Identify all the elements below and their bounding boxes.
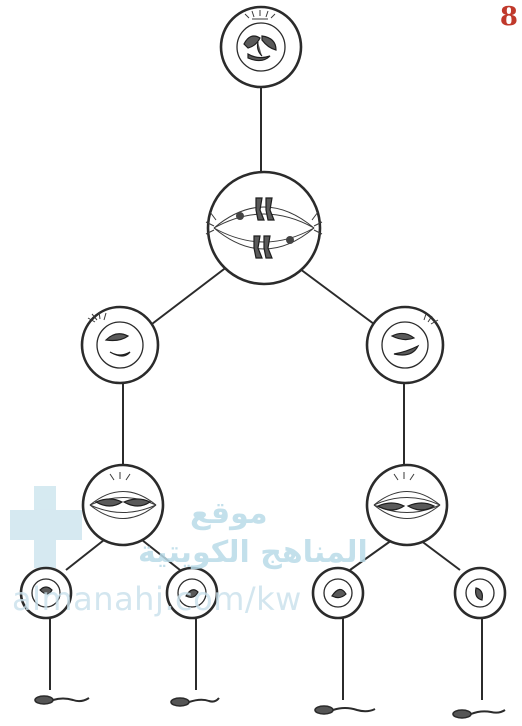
primary-cell bbox=[221, 7, 301, 87]
spermatid-4 bbox=[455, 568, 505, 618]
spermatid-3 bbox=[313, 568, 363, 618]
sperm-1 bbox=[35, 696, 89, 704]
watermark-url: almanahj.com/kw bbox=[12, 580, 302, 618]
watermark-logo bbox=[10, 486, 82, 568]
page-number: 8 bbox=[500, 2, 518, 32]
metaphase-one-cell bbox=[206, 172, 322, 284]
metaphase-two-cell-left bbox=[83, 465, 163, 545]
watermark-site-name: المناهج الكويتية bbox=[138, 535, 368, 570]
sperm-3 bbox=[315, 706, 375, 714]
sperm-4 bbox=[453, 710, 505, 718]
secondary-cell-left bbox=[82, 307, 158, 383]
sperm-2 bbox=[171, 698, 219, 706]
watermark-site-word: موقع bbox=[190, 496, 268, 531]
metaphase-two-cell-right bbox=[367, 465, 447, 545]
secondary-cell-right bbox=[367, 307, 443, 383]
